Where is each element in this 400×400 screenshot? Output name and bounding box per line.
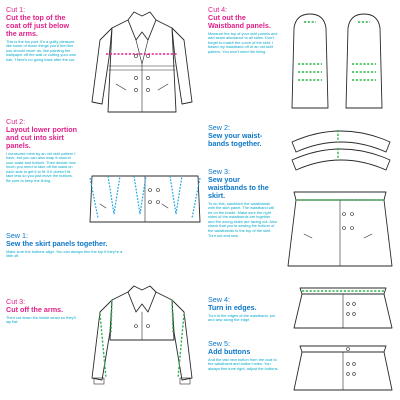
coat-figure: [82, 6, 202, 116]
step-number: Sew 2:: [208, 123, 230, 132]
step-heading: Layout lower portion and cut into skirt …: [6, 125, 78, 150]
step-number: Sew 4:: [208, 295, 230, 304]
step-heading: Sew your waist-bands together.: [208, 131, 263, 148]
step-number: Sew 3:: [208, 167, 230, 176]
sleeve-panels-figure: [284, 8, 396, 118]
step-body: Measure the top of your skirt panels and…: [208, 30, 278, 54]
step-heading: Sew your waistbands to the skirt.: [208, 175, 269, 200]
cropped-jacket-figure: [84, 282, 200, 394]
step-body: I measured mine by an old skirt pattern …: [6, 150, 76, 184]
step-number: Cut 4:: [208, 5, 228, 14]
step-sew-1: Sew 1: Sew the skirt panels together. Ma…: [6, 232, 130, 259]
step-number: Cut 1:: [6, 5, 26, 14]
step-heading: Turn in edges.: [208, 303, 257, 312]
step-cut-4: Cut 4: Cut out the Waistband panels. Mea…: [208, 6, 280, 54]
step-body: To do this, sandwich the waistbands with…: [208, 200, 277, 238]
step-number: Cut 3:: [6, 297, 26, 306]
step-heading: Cut off the arms.: [6, 305, 64, 314]
skirt-with-waistband-figure: [284, 188, 396, 270]
step-heading: Sew the skirt panels together.: [6, 239, 108, 248]
finished-skirt-figure: [290, 342, 396, 394]
step-sew-2: Sew 2: Sew your waist-bands together.: [208, 124, 280, 148]
skirt-turned-edges-figure: [290, 284, 396, 332]
step-cut-2: Cut 2: Layout lower portion and cut into…: [6, 118, 78, 184]
step-cut-1: Cut 1: Cut the top of the coat off just …: [6, 6, 78, 62]
step-body: Make sure the buttons align. You can alw…: [6, 248, 123, 259]
step-number: Cut 2:: [6, 117, 26, 126]
step-cut-3: Cut 3: Cut off the arms. Then cut down t…: [6, 298, 78, 325]
skirt-panels-figure: [88, 170, 202, 228]
step-body: Turn in the edges of the waistband, pin …: [208, 312, 275, 323]
step-heading: Cut out the Waistband panels.: [208, 13, 271, 30]
step-body: Then cut down the inside seam so they'll…: [6, 314, 76, 325]
waistband-curves-figure: [286, 120, 396, 176]
step-body: And the last new button from the coat to…: [208, 356, 279, 371]
step-heading: Cut the top of the coat off just below t…: [6, 13, 70, 38]
step-body: This is the fun part. It's a guilty plea…: [6, 38, 77, 62]
step-sew-5: Sew 5: Add buttons And the last new butt…: [208, 340, 280, 371]
step-sew-3: Sew 3: Sew your waistbands to the skirt.…: [208, 168, 278, 238]
step-number: Sew 1:: [6, 231, 28, 240]
step-sew-4: Sew 4: Turn in edges. Turn in the edges …: [208, 296, 280, 323]
step-number: Sew 5:: [208, 339, 230, 348]
step-heading: Add buttons: [208, 347, 251, 356]
